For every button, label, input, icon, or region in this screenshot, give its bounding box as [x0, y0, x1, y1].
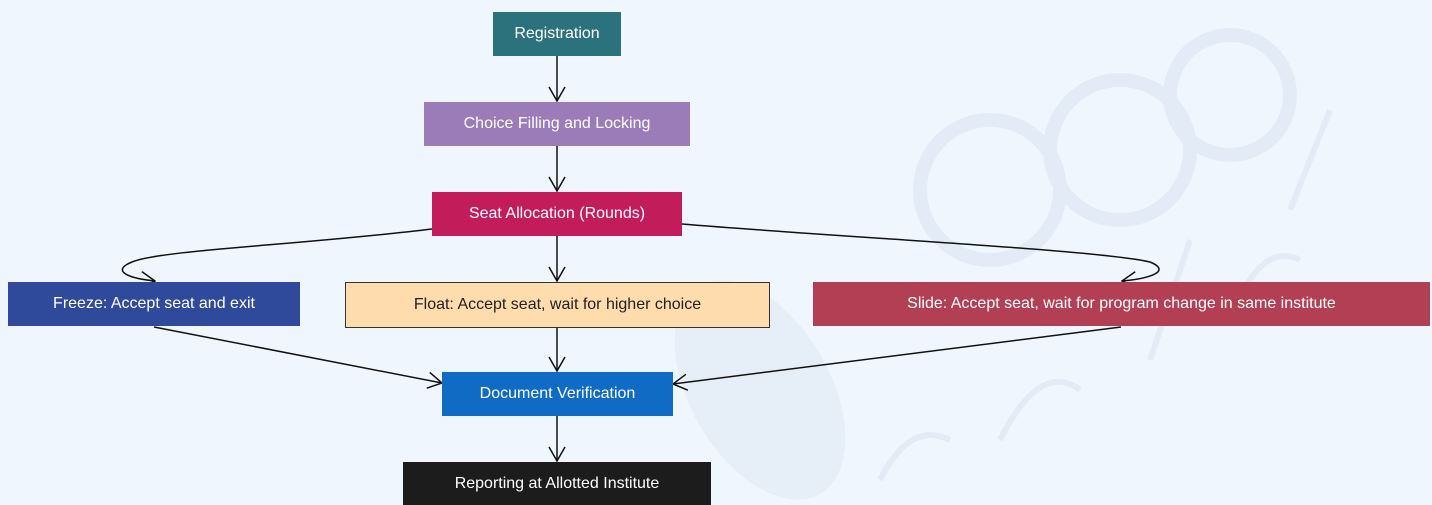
node-registration-label: Registration — [514, 25, 600, 42]
edge-seat-to-slide — [681, 223, 1160, 281]
node-slide: Slide: Accept seat, wait for program cha… — [813, 282, 1430, 326]
node-freeze-label: Freeze: Accept seat and exit — [53, 295, 255, 312]
edge-slide-to-docver — [673, 326, 1122, 384]
node-choice-filling-label: Choice Filling and Locking — [463, 115, 651, 132]
node-seat-allocation-label: Seat Allocation (Rounds) — [468, 205, 646, 222]
node-choice-filling: Choice Filling and Locking — [424, 102, 690, 146]
node-float: Float: Accept seat, wait for higher choi… — [345, 282, 770, 328]
edge-seat-to-freeze — [121, 228, 433, 281]
node-document-verification: Document Verification — [442, 372, 673, 416]
edge-freeze-to-docver — [153, 326, 442, 383]
node-reporting-label: Reporting at Allotted Institute — [454, 475, 660, 492]
node-seat-allocation: Seat Allocation (Rounds) — [432, 192, 682, 236]
node-document-verification-label: Document Verification — [479, 385, 636, 402]
node-float-label: Float: Accept seat, wait for higher choi… — [413, 296, 702, 313]
node-reporting: Reporting at Allotted Institute — [403, 462, 711, 505]
node-slide-label: Slide: Accept seat, wait for program cha… — [907, 295, 1336, 312]
node-registration: Registration — [493, 12, 621, 56]
node-freeze: Freeze: Accept seat and exit — [8, 282, 300, 326]
